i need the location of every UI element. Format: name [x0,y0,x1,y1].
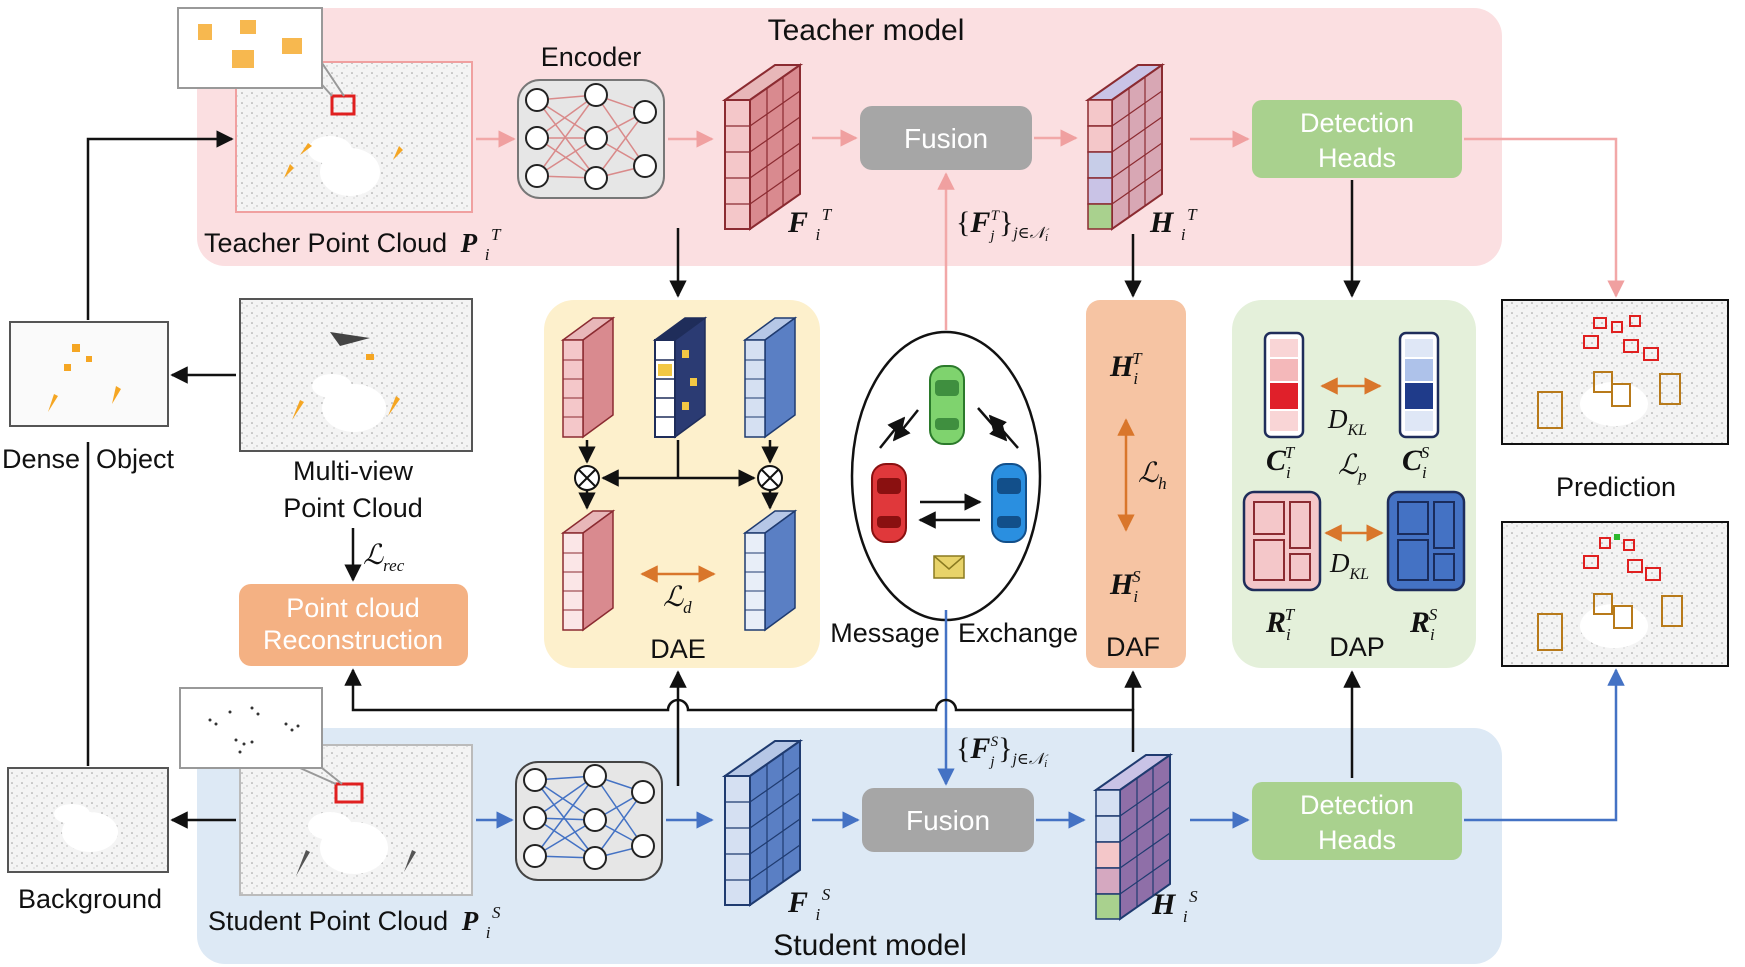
dap-r-student-label: RiS [1409,605,1438,644]
teacher-point-cloud [235,61,473,213]
teacher-fused-label: H i T [1149,205,1198,247]
teacher-fusion-label: Fusion [904,123,988,154]
arrow-student-heads-to-prediction [1464,668,1625,822]
rec-loss-label: ℒrec [363,540,405,575]
teacher-point-cloud-label: Teacher Point Cloud P i T [204,225,502,266]
dap-label: DAP [1329,632,1385,662]
dap-class-kl-label: DKL [1327,404,1367,439]
teacher-heads-line2: Heads [1318,143,1396,173]
student-message-label: {FjS}j∈𝒩i [956,732,1049,770]
car-blue-icon [991,463,1027,543]
daf-bottom-symbol: HiS [1109,567,1141,606]
arrow-teacher-heads-to-prediction [1464,137,1625,298]
student-feature-label: F i S [787,885,831,927]
exchange-word: Exchange [958,618,1078,648]
dae-attention-map [652,316,708,439]
daf-label: DAF [1106,632,1160,662]
message-word: Message [830,618,940,648]
arrow-dense-object-to-teacher-cloud [86,130,234,320]
student-detection-heads [1252,782,1462,860]
student-heads-line2: Heads [1318,825,1396,855]
object-label: Object [96,444,175,474]
dae-weighted-student-feature [742,509,798,632]
dap-student-class-map [1398,331,1440,439]
multiview-point-cloud [239,298,473,452]
dap-c-student-label: CiS [1402,443,1430,482]
dap-reg-kl-label: DKL [1329,548,1369,583]
dap-loss-label: ℒp [1338,450,1367,485]
dae-label: DAE [650,634,706,664]
dae-student-feature [742,316,798,439]
background-label: Background [18,884,162,914]
car-green-icon [929,365,965,445]
daf-loss-label: ℒh [1138,458,1167,493]
student-heads-line1: Detection [1300,790,1414,820]
dae-weighted-teacher-feature [560,509,616,632]
teacher-zoom-inset [177,7,345,97]
student-zoom-inset [179,687,343,785]
teacher-encoder [517,79,665,199]
student-prediction-image [1501,521,1729,667]
teacher-prediction-image [1501,299,1729,445]
multiview-line1: Multi-view [293,456,414,486]
teacher-heads-line1: Detection [1300,108,1414,138]
dae-multiply-left-icon [574,465,600,491]
dap-teacher-class-map [1263,331,1305,439]
dap-student-reg-map [1386,490,1466,592]
arrow-student-fused-to-recon-and-daf [344,668,1135,752]
dae-teacher-feature [560,316,616,439]
point-cloud-reconstruction-box [239,584,468,666]
dense-object-cloud [9,321,169,427]
student-point-cloud-label: Student Point Cloud P i S [208,903,501,944]
prediction-label: Prediction [1556,472,1676,502]
encoder-label: Encoder [541,42,642,72]
student-fusion-label: Fusion [906,805,990,836]
teacher-message-label: {FjT}j∈𝒩i [956,206,1050,244]
multiview-line2: Point Cloud [283,493,423,523]
student-title: Student model [773,929,966,962]
recon-line2: Reconstruction [263,625,443,655]
student-encoder [515,761,663,881]
student-point-cloud [239,744,473,896]
dap-teacher-reg-map [1242,490,1322,592]
dap-c-teacher-label: CiT [1266,443,1296,482]
student-fusion-box [862,788,1034,852]
daf-panel [1086,300,1186,668]
teacher-detection-heads [1252,100,1462,178]
teacher-feature-block [721,63,804,231]
envelope-icon [933,555,965,579]
dense-label: Dense [2,444,80,474]
student-fused-block [1092,753,1174,921]
teacher-title: Teacher model [768,14,965,47]
dae-multiply-right-icon [757,465,783,491]
student-feature-block [721,739,804,907]
dap-r-teacher-label: RiT [1265,605,1296,644]
background-cloud [7,767,169,873]
teacher-fusion-box [860,106,1032,170]
teacher-feature-label: F i T [787,205,833,247]
message-exchange-arrows [879,407,1019,529]
dae-loss-label: ℒd [663,582,692,617]
car-red-icon [871,463,907,543]
teacher-fused-block [1084,63,1166,231]
recon-line1: Point cloud [286,593,420,623]
daf-top-symbol: HiT [1109,349,1143,388]
student-fused-label: H i S [1151,887,1198,929]
